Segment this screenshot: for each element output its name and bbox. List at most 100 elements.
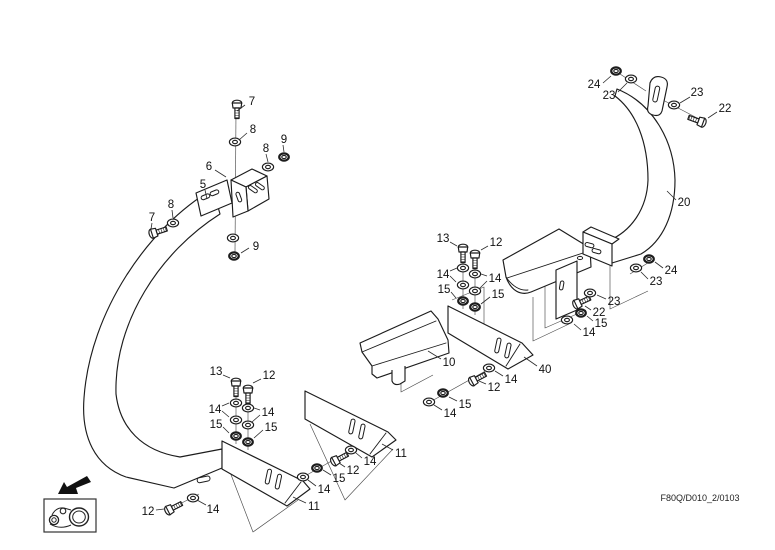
axis-line xyxy=(429,368,490,403)
callout-leader xyxy=(640,271,649,280)
part-side-plate-slot xyxy=(558,280,565,291)
fastener-bolt xyxy=(162,498,185,517)
callout-leader xyxy=(617,82,628,93)
part-callout: 15 xyxy=(333,473,346,485)
callout-leader xyxy=(236,104,246,112)
part-callout: 12 xyxy=(347,465,360,477)
part-callout: 14 xyxy=(209,404,222,416)
fastener-washer xyxy=(629,263,643,273)
fastener-washer xyxy=(344,445,358,455)
fastener-bolt xyxy=(469,249,481,270)
callout-leader xyxy=(214,169,227,178)
callout-leader xyxy=(480,296,491,305)
sheet-metal-parts xyxy=(83,76,676,507)
callout-leader xyxy=(221,410,230,418)
part-callout: 24 xyxy=(665,265,678,277)
part-callout: 15 xyxy=(265,422,278,434)
part-callout: 24 xyxy=(588,79,601,91)
fastener-washer xyxy=(166,218,180,228)
part-callout: 8 xyxy=(168,199,174,211)
callout-leader xyxy=(523,356,538,367)
callout-leader xyxy=(433,404,443,411)
fastener-washer xyxy=(624,74,638,84)
part-callout: 15 xyxy=(595,318,608,330)
part-callout: 14 xyxy=(505,374,518,386)
callout-leader xyxy=(150,222,153,230)
part-callout: 8 xyxy=(250,124,256,136)
part-callout: 11 xyxy=(308,501,320,513)
part-callout: 8 xyxy=(263,143,269,155)
direction-arrow-icon xyxy=(58,476,91,494)
part-plate-11-mid-slot xyxy=(348,418,356,435)
part-callout: 14 xyxy=(437,269,450,281)
part-side-plate xyxy=(555,260,578,320)
part-callout: 6 xyxy=(206,161,212,173)
part-band-20-tab-slot xyxy=(652,85,661,103)
callout-leader xyxy=(666,190,677,201)
fastener-bolt xyxy=(686,112,708,129)
orientation-legend xyxy=(43,476,97,533)
fastener-nut xyxy=(436,387,450,399)
part-plate-40 xyxy=(447,305,534,370)
fastener-washer xyxy=(667,100,681,110)
part-cover-10 xyxy=(359,310,450,379)
part-callout: 22 xyxy=(719,103,732,115)
part-band-left-slot xyxy=(196,475,211,484)
callout-leader xyxy=(707,111,718,119)
part-callout: 15 xyxy=(438,284,451,296)
fastener-washer xyxy=(296,472,310,482)
fastener-nut xyxy=(468,301,482,313)
fastener-nut xyxy=(609,65,623,77)
callout-leader xyxy=(596,294,607,300)
callout-leader xyxy=(449,241,458,247)
callout-leader xyxy=(449,267,458,272)
part-callout: 7 xyxy=(249,96,255,108)
callout-leader xyxy=(222,374,231,379)
part-plate-11-left xyxy=(221,440,311,507)
callout-leader xyxy=(480,245,489,251)
fastener-nut xyxy=(241,436,255,448)
part-callout: 40 xyxy=(539,364,552,376)
part-callout: 13 xyxy=(437,233,450,245)
callout-leader xyxy=(171,209,174,219)
callout-leader xyxy=(253,407,261,411)
callout-leader xyxy=(450,291,457,299)
fastener-washer xyxy=(468,269,482,279)
fastener-washer xyxy=(482,363,496,373)
part-callout: 20 xyxy=(678,197,691,209)
callout-leader xyxy=(292,496,307,504)
fastener-washer xyxy=(560,315,574,325)
part-callout: 14 xyxy=(207,504,220,516)
callout-leaders xyxy=(150,75,718,511)
part-callout: 23 xyxy=(650,276,663,288)
callout-leader xyxy=(238,132,248,141)
fastener-washer xyxy=(456,263,470,273)
part-plate-40-slot xyxy=(494,337,502,354)
fastener-washer xyxy=(228,137,242,147)
fastener-bolt xyxy=(242,384,254,405)
fastener-nut xyxy=(574,307,588,319)
callout-leader xyxy=(222,426,230,434)
part-cover-upper xyxy=(502,228,592,294)
part-callout: 13 xyxy=(210,366,223,378)
callout-leader xyxy=(654,261,664,269)
fastener-bolt xyxy=(457,243,469,264)
part-callout: 12 xyxy=(490,237,503,249)
drawing-code: F80Q/D010_2/0103 xyxy=(660,493,739,503)
part-callout: 15 xyxy=(459,399,472,411)
fastener-washer xyxy=(468,286,482,296)
callout-leader xyxy=(449,275,457,283)
fastener-washer xyxy=(456,280,470,290)
callout-leader xyxy=(427,350,442,360)
callout-leader xyxy=(155,508,165,511)
machine-thumbnail xyxy=(48,507,90,528)
part-callout: 11 xyxy=(395,448,407,460)
callout-leader xyxy=(251,414,261,423)
callout-leader xyxy=(221,402,230,407)
callout-leader xyxy=(602,75,612,84)
callout-leader xyxy=(381,443,394,451)
fastener-bolt xyxy=(231,99,243,120)
